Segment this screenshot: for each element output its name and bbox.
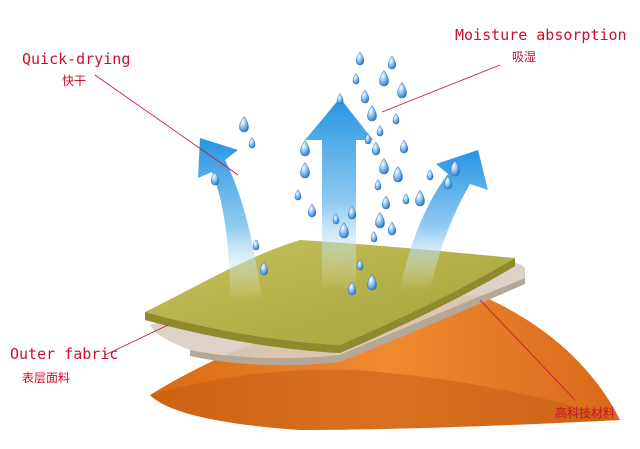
leader-quick-drying — [94, 74, 239, 176]
water-droplet — [308, 203, 316, 218]
water-droplet — [372, 141, 380, 156]
water-droplet — [393, 165, 403, 183]
label-tech-zh: 高科技材料 — [555, 406, 616, 420]
water-droplet — [260, 261, 268, 276]
water-droplet — [294, 189, 302, 201]
water-droplet — [374, 179, 382, 191]
label-outer-zh: 表层面料 — [22, 371, 71, 385]
water-droplet — [336, 93, 344, 105]
water-droplet — [444, 175, 452, 190]
label-quick-drying-en: Quick-drying — [22, 50, 131, 68]
water-droplet — [348, 205, 356, 220]
water-droplet — [426, 169, 434, 181]
water-droplet — [397, 81, 407, 99]
membrane-edge — [190, 278, 525, 366]
water-droplet — [388, 55, 396, 70]
arrow-center — [305, 98, 373, 290]
water-droplet — [376, 125, 384, 137]
water-droplet — [339, 221, 349, 239]
label-moisture-en: Moisture absorption — [455, 26, 627, 44]
water-droplet — [400, 139, 408, 154]
water-droplet — [370, 231, 378, 243]
water-droplet — [382, 195, 390, 210]
water-droplet — [375, 211, 385, 229]
water-droplet — [356, 51, 364, 66]
water-droplet — [379, 69, 389, 87]
label-moisture-zh: 吸湿 — [512, 50, 537, 64]
label-outer-en: Outer fabric — [10, 345, 119, 363]
water-droplet — [352, 73, 360, 85]
water-droplet — [367, 104, 377, 122]
water-droplet — [211, 171, 219, 186]
water-droplet — [367, 273, 377, 291]
water-droplet — [379, 157, 389, 175]
water-droplet — [252, 239, 260, 251]
base-layer-shadow — [150, 369, 620, 430]
water-droplet — [332, 213, 340, 225]
water-droplet — [392, 113, 400, 125]
arrow-right — [400, 150, 488, 290]
leader-moisture — [381, 64, 501, 113]
label-quick-drying-zh: 快干 — [62, 74, 87, 88]
water-droplet — [300, 139, 310, 157]
water-droplet — [388, 221, 396, 236]
water-droplet — [402, 193, 410, 205]
water-droplet — [348, 281, 356, 296]
top-layer-edge — [145, 258, 515, 353]
water-droplet — [356, 259, 364, 271]
leader-tech — [479, 299, 576, 401]
leader-outer — [104, 324, 169, 356]
water-droplet — [239, 115, 249, 133]
water-droplet — [361, 89, 369, 104]
water-droplets — [211, 51, 460, 296]
water-droplet — [415, 189, 425, 207]
water-droplet — [364, 133, 372, 145]
water-droplet — [248, 137, 256, 149]
arrow-left — [198, 138, 262, 300]
water-droplet — [300, 161, 310, 179]
water-droplet — [450, 159, 460, 177]
